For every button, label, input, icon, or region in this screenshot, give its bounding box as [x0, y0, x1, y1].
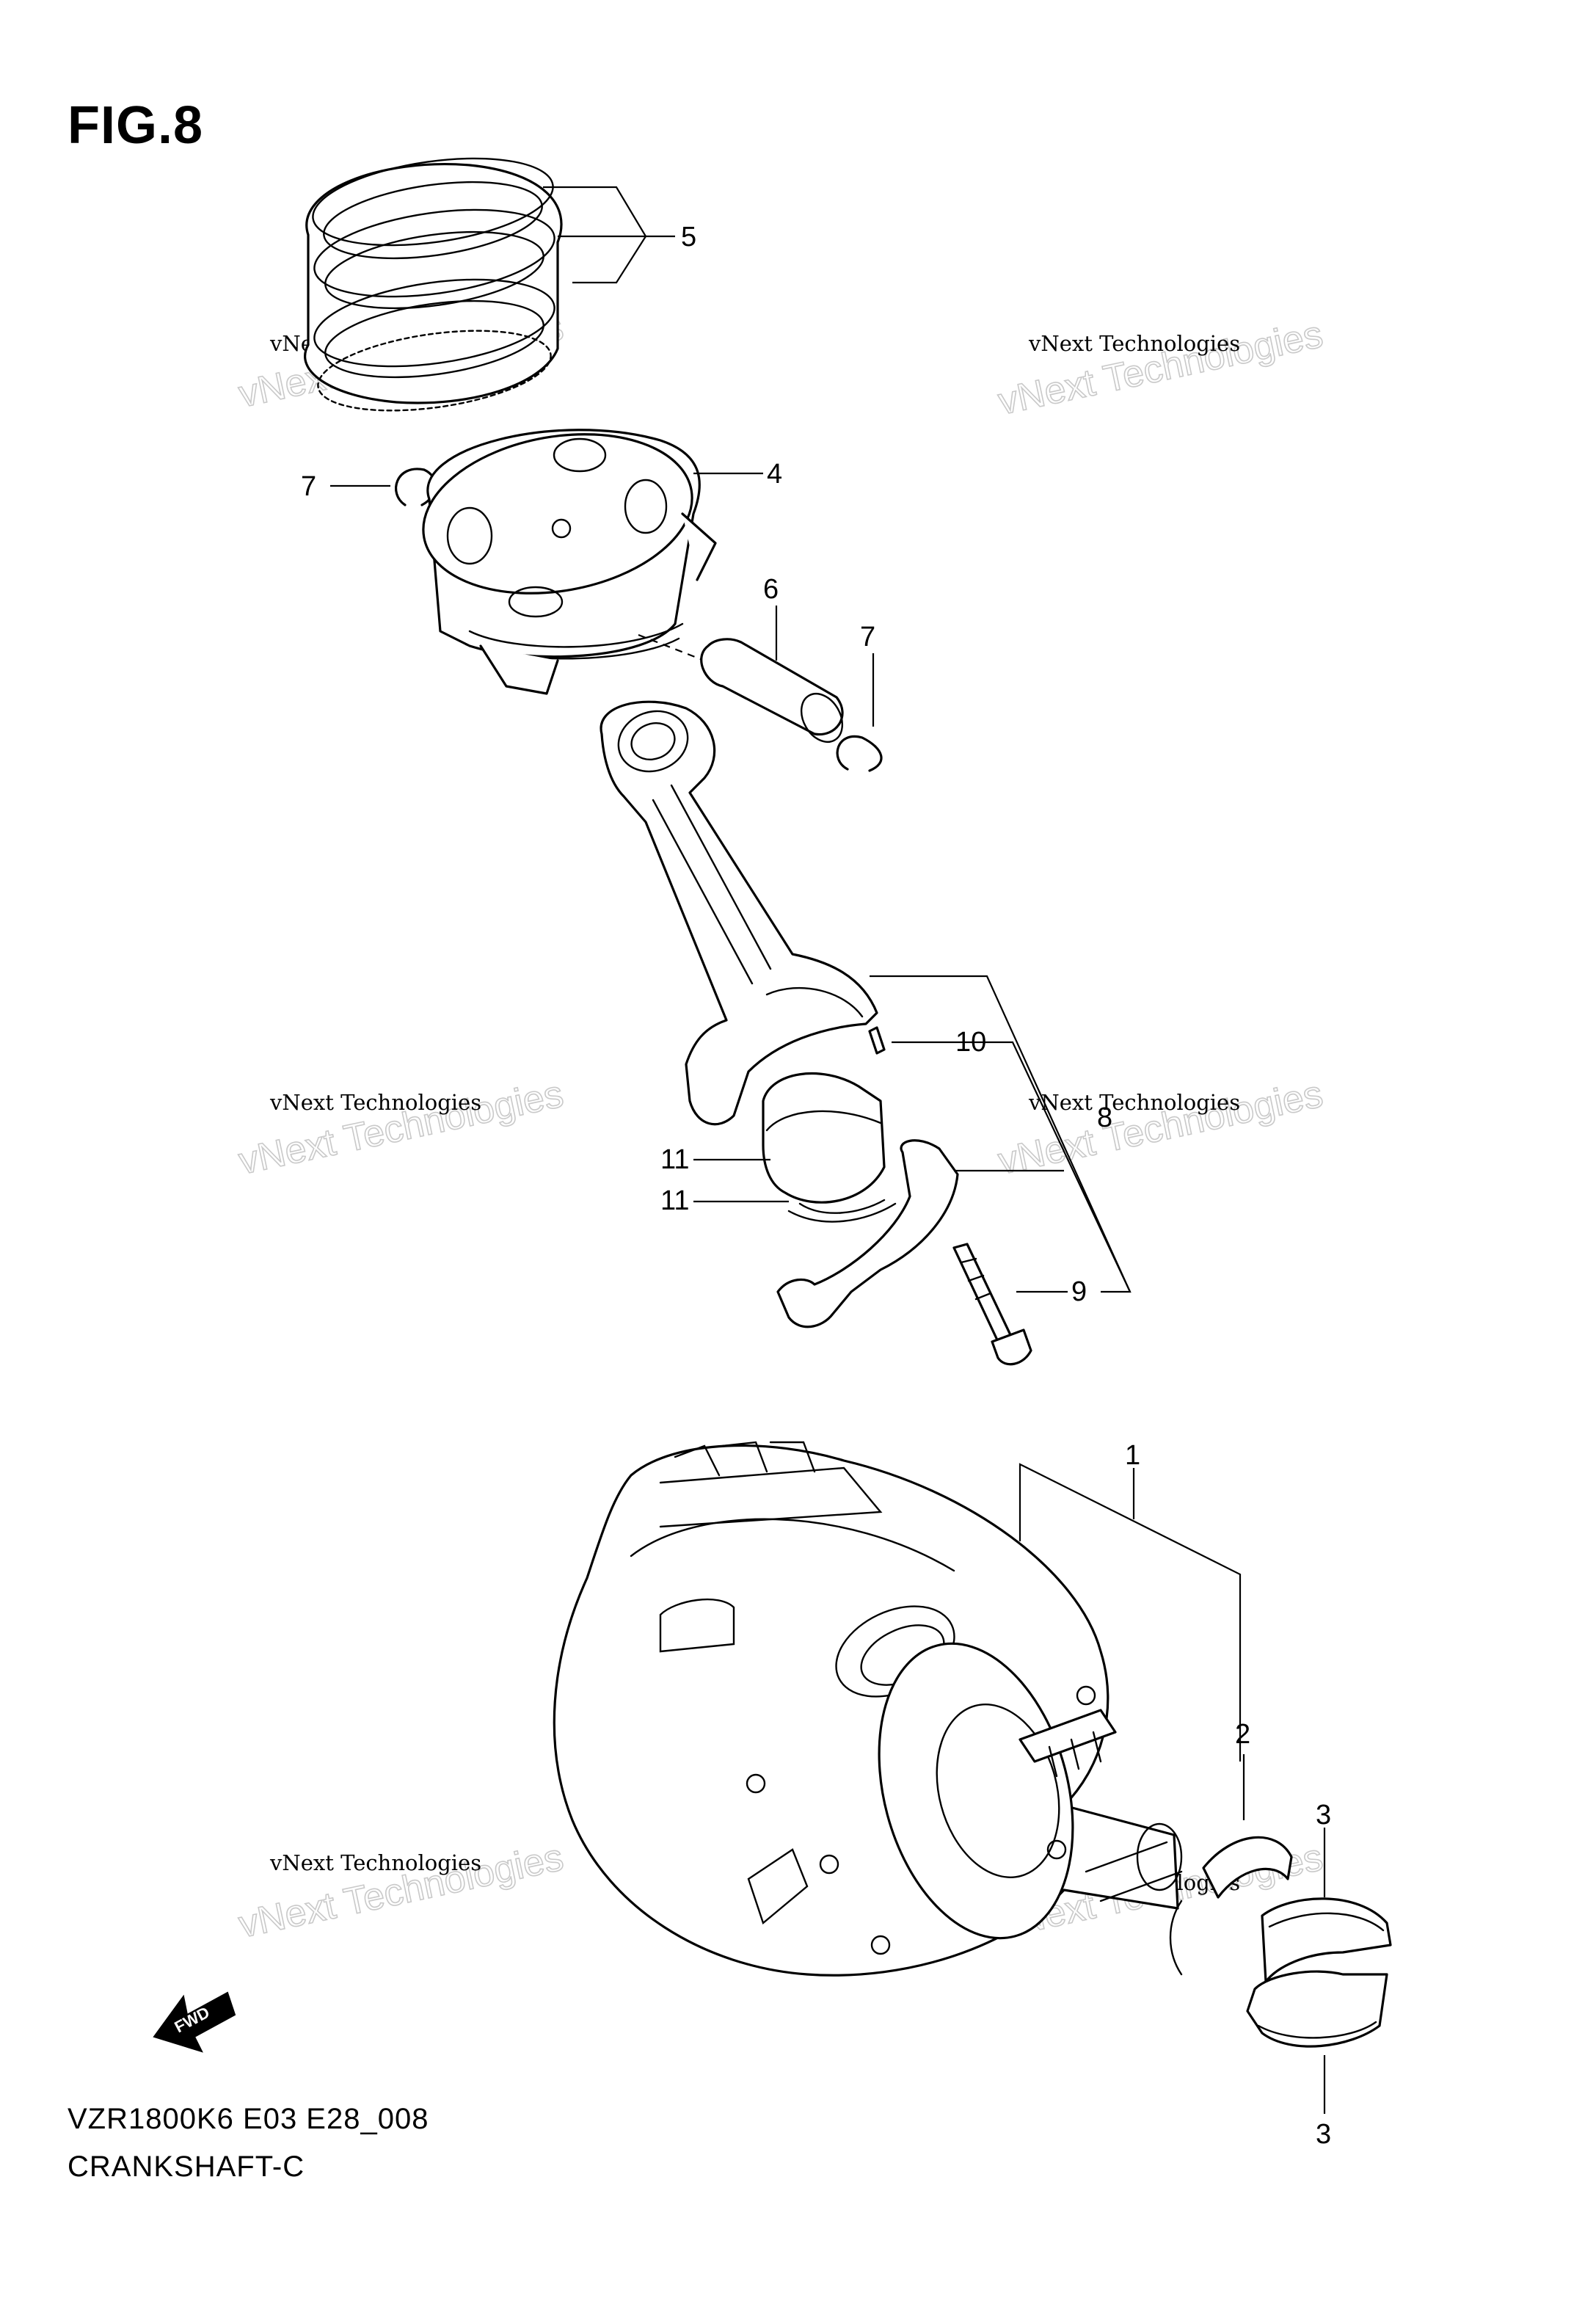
watermark-mid-left: vNext Technologies vNext Technologies: [235, 1072, 568, 1184]
watermark-outline: vNext Technologies: [994, 1072, 1326, 1182]
conrod-cap: [776, 1139, 959, 1328]
watermark-text: vNext Technologies: [1028, 331, 1240, 356]
leader-line-8-top: [870, 975, 1132, 1293]
crankshaft: [553, 1441, 1183, 1977]
callout-11-upper: 11: [660, 1144, 689, 1175]
callout-10: 10: [955, 1027, 986, 1058]
watermark-mid-right: vNext Technologies vNext Technologies: [994, 1072, 1327, 1184]
forward-arrow-icon: FWD: [153, 1991, 236, 2053]
circlip-right: [836, 735, 883, 772]
callout-2: 2: [1235, 1719, 1250, 1750]
piston-pin: [700, 638, 844, 743]
axis-line-pin: [638, 633, 705, 662]
thrust-washer: [1202, 1836, 1293, 1899]
thrust-washer-lower: [1169, 1900, 1183, 1976]
leader-line-8-mid: [954, 1041, 1131, 1293]
piston: [422, 429, 717, 695]
conrod-bolt: [952, 1243, 1032, 1366]
bearing-dowel: [868, 1026, 886, 1055]
figure-title: FIG.8: [68, 96, 204, 155]
callout-9: 9: [1071, 1276, 1087, 1307]
piston-ring-set: [304, 157, 563, 412]
model-code: VZR1800K6 E03 E28_008: [68, 2103, 429, 2135]
callout-1: 1: [1125, 1440, 1140, 1471]
watermark-text: vNext Technologies: [269, 1090, 481, 1115]
conrod-bearing-upper: [762, 1072, 886, 1204]
leader-line-5c: [572, 236, 646, 284]
bearing-upper-edge: [765, 1110, 882, 1132]
connecting-rod: [600, 700, 878, 1126]
callout-6: 6: [763, 574, 779, 605]
callout-8: 8: [1097, 1102, 1112, 1133]
leader-line-5: [543, 186, 675, 238]
callout-3-lower: 3: [1316, 2119, 1331, 2150]
watermark-text: vNext Technologies: [1028, 1090, 1240, 1115]
leader-line-1: [1019, 1463, 1242, 1762]
watermark-outline: vNext Technologies: [994, 313, 1326, 423]
watermark-top-right: vNext Technologies vNext Technologies: [994, 313, 1327, 424]
watermark-bottom-left: vNext Technologies vNext Technologies: [235, 1836, 568, 1947]
watermark-outline: vNext Technologies: [235, 1072, 566, 1182]
callout-3-upper: 3: [1316, 1800, 1331, 1831]
callout-7-right: 7: [860, 622, 875, 652]
watermark-text: vNext Technologies: [269, 1850, 481, 1875]
diagram-name: CRANKSHAFT-C: [68, 2151, 305, 2183]
callout-4: 4: [767, 459, 782, 490]
crank-bearing: [1246, 1897, 1392, 2048]
callout-7-left: 7: [301, 471, 316, 502]
callout-5: 5: [681, 222, 696, 252]
callout-11-lower: 11: [660, 1185, 689, 1216]
